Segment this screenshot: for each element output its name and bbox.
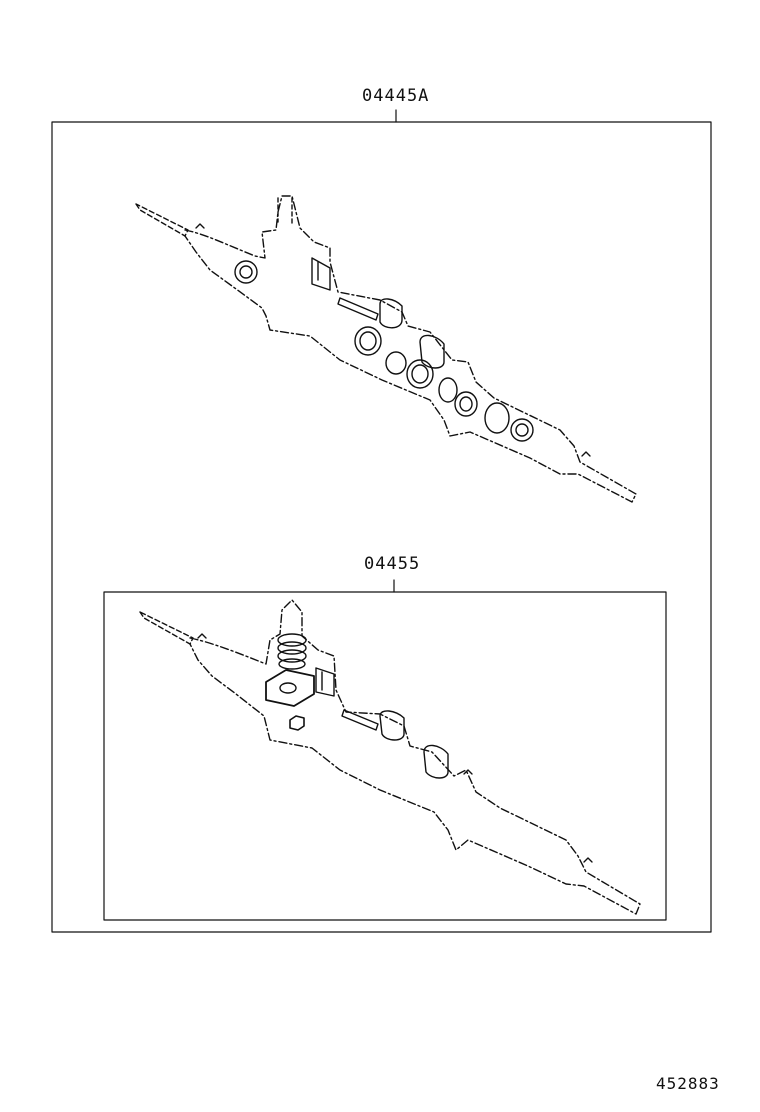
outer-kit-box	[51, 109, 712, 933]
inner-kit-box	[103, 579, 667, 921]
figure-number: 452883	[656, 1074, 720, 1093]
steering-rack-assembly-upper	[135, 195, 637, 503]
inner-kit-part-number: 04455	[364, 554, 421, 574]
steering-rack-assembly-lower	[139, 599, 641, 915]
outer-kit-part-number: 04445A	[362, 86, 430, 106]
